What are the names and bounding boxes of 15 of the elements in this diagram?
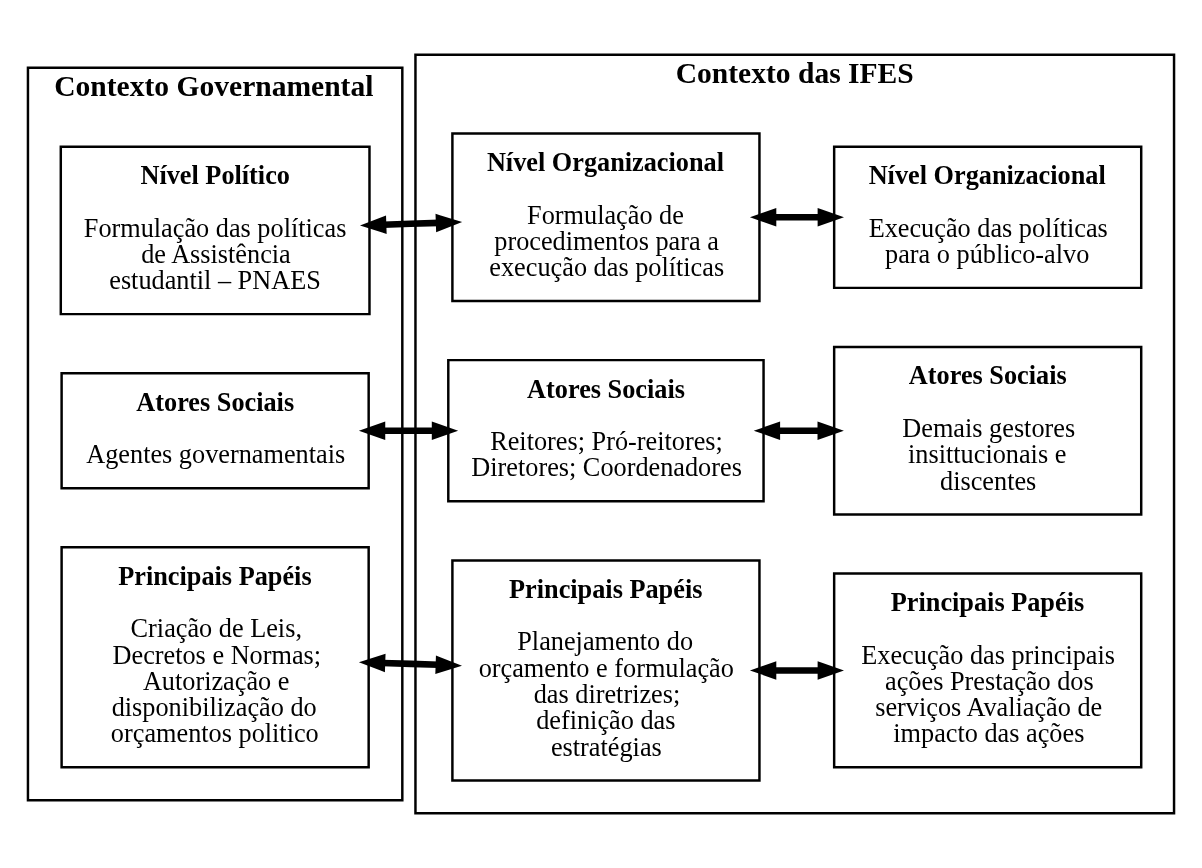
node-box: Principais Papéis Criação de Leis, Decretos e Normas; Autorização e disponibilização do orçamentos politico — [60, 546, 370, 769]
node-box: Nível Organizacional Formulação de procedimentos para a execução das políticas — [451, 132, 761, 303]
node-box: Principais Papéis Execução das principais ações Prestação dos serviços Avaliação de impacto das ações — [832, 572, 1143, 769]
arrow — [358, 421, 459, 440]
arrow — [753, 421, 844, 440]
node-box: Atores Sociais Demais gestores insittucionais e discentes — [832, 345, 1143, 516]
node-box: Nível Político Formulação das políticas de Assistência estudantil – PNAES — [59, 145, 371, 316]
node-box: Atores Sociais Reitores; Pró-reitores; Diretores; Coordenadores — [447, 358, 765, 503]
arrow — [749, 661, 844, 680]
arrow — [359, 213, 463, 234]
arrow — [358, 653, 462, 674]
node-box: Atores Sociais Agentes governamentais — [60, 372, 370, 490]
node-box: Principais Papéis Planejamento do orçamento e formulação das diretrizes; definição das estratégias — [451, 559, 761, 782]
arrow — [749, 208, 844, 227]
node-box: Nível Organizacional Execução das políticas para o público-alvo — [832, 145, 1143, 290]
